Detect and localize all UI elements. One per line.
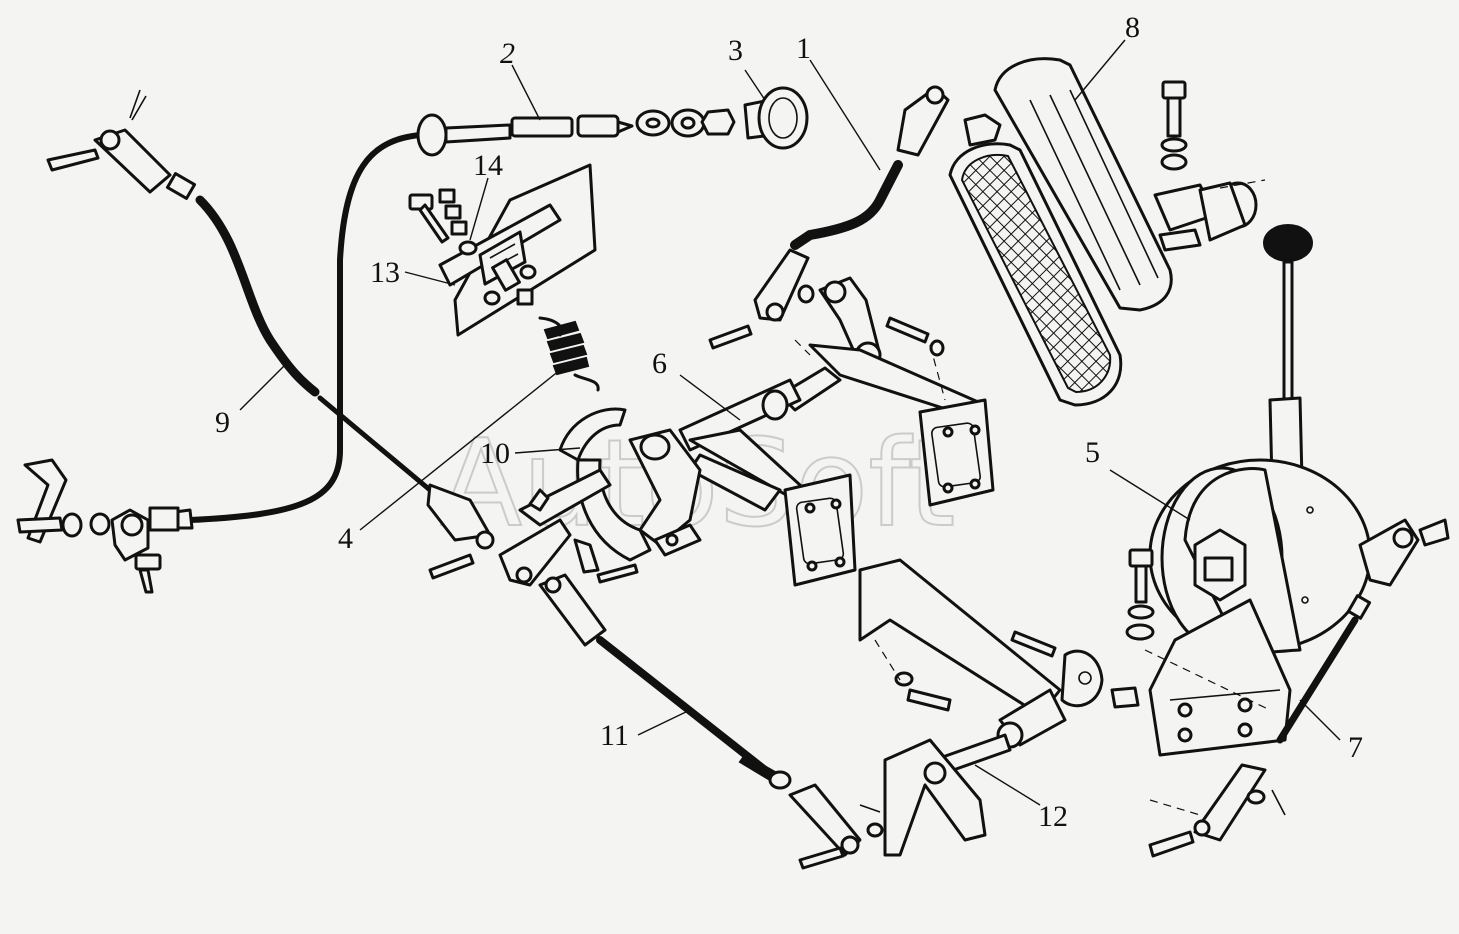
part-4-return-spring xyxy=(538,316,600,392)
part-2-throttle-cable xyxy=(148,108,736,532)
callout-8: 8 xyxy=(1125,11,1140,44)
part-1-link-rod xyxy=(708,85,950,350)
callout-7: 7 xyxy=(1348,731,1363,764)
part-11-adjusting-rod xyxy=(538,573,884,870)
part-12-pedal-lever xyxy=(858,558,1140,857)
callout-3: 3 xyxy=(728,34,743,67)
part-6-pedal-shaft-assembly xyxy=(498,276,995,587)
callout-leaders xyxy=(239,39,1341,806)
lower-left-bracket xyxy=(16,458,162,594)
callout-5: 5 xyxy=(1085,436,1100,469)
callout-13: 13 xyxy=(370,256,400,289)
callout-6: 6 xyxy=(652,347,667,380)
callout-labels: 1 2 3 4 5 6 7 8 9 10 11 12 13 14 xyxy=(215,11,1363,833)
assembly-guide-lines xyxy=(794,179,1271,816)
callout-12: 12 xyxy=(1038,800,1068,833)
callout-9: 9 xyxy=(215,406,230,439)
callout-10: 10 xyxy=(480,437,510,470)
part-3-stop-knob xyxy=(743,86,809,150)
part-8-pedal xyxy=(948,57,1173,407)
part-9-cable xyxy=(46,89,495,580)
callout-11: 11 xyxy=(600,719,629,752)
callout-1: 1 xyxy=(796,32,811,65)
pedal-mount-bracket xyxy=(1153,80,1258,252)
callout-14: 14 xyxy=(473,149,503,182)
callout-2: 2 xyxy=(500,37,515,70)
part-7-control-rod xyxy=(1148,518,1450,858)
part-5-hand-throttle-unit xyxy=(1125,224,1372,757)
part-13-plate-bracket xyxy=(408,163,597,337)
callout-4: 4 xyxy=(338,522,353,555)
